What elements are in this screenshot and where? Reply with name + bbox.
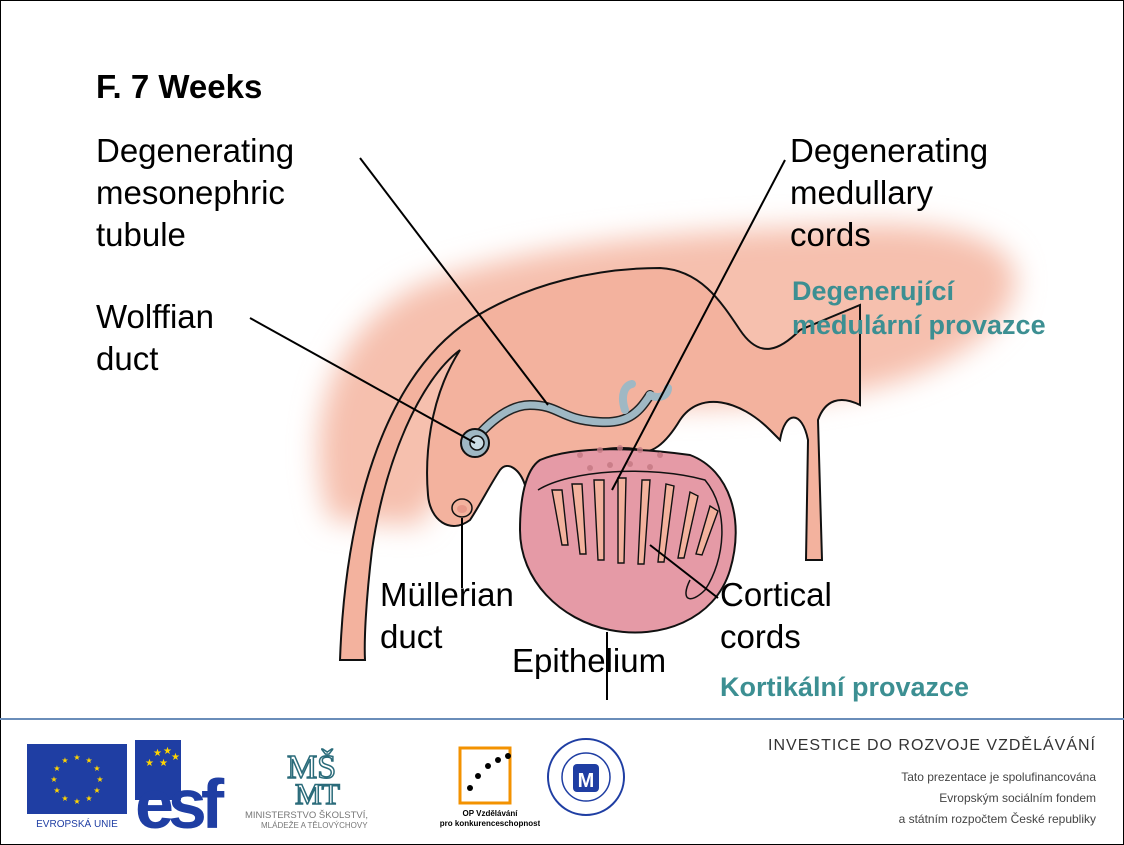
label-cortical: Cortical cords [720,574,832,658]
svg-text:★: ★ [93,764,100,773]
msmt-logo: MŠ MT MINISTERSTVO ŠKOLSTVÍ, MLÁDEŽE A T… [243,738,403,830]
esf-label: esf [135,765,225,830]
svg-text:★: ★ [85,794,92,803]
svg-text:M: M [578,770,595,792]
label-mullerian: Müllerian duct [380,574,514,658]
eu-label: EVROPSKÁ UNIE [36,817,118,829]
footer-funding-1: Tato prezentace je spolufinancována [901,770,1096,784]
gonad [520,445,736,633]
label-medullary-cz: Degenerující medulární provazce [792,274,1046,342]
svg-text:★: ★ [93,786,100,795]
op-line-1: OP Vzdělávání [463,809,519,818]
svg-text:★: ★ [50,775,57,784]
svg-text:MT: MT [295,778,340,811]
footer-funding-3: a státním rozpočtem České republiky [899,812,1096,826]
footer-divider [0,718,1124,720]
eu-logo: ★★★ ★★★ ★★★ ★★★ EVROPSKÁ UNIE [27,744,127,829]
svg-text:★: ★ [73,753,80,762]
svg-text:★: ★ [96,775,103,784]
label-degenerating-medullary: Degenerating medullary cords [790,130,988,256]
footer-invest: INVESTICE DO ROZVOJE VZDĚLÁVÁNÍ [768,737,1096,755]
svg-text:★: ★ [73,797,80,806]
mullerian-duct [452,499,472,517]
svg-text:★: ★ [61,756,68,765]
label-wolffian: Wolffian duct [96,296,214,380]
svg-text:★: ★ [53,764,60,773]
op-line-2: pro konkurenceschopnost [440,819,540,828]
label-epithelium: Epithelium [512,640,666,682]
msmt-line-2: MLÁDEŽE A TĚLOVÝCHOVY [261,821,368,830]
label-degenerating-tubule: Degenerating mesonephric tubule [96,130,294,256]
svg-text:★: ★ [171,752,180,763]
svg-text:★: ★ [85,756,92,765]
esf-logo: ★★★★★ esf [135,740,235,830]
svg-text:★: ★ [61,794,68,803]
msmt-line-1: MINISTERSTVO ŠKOLSTVÍ, [245,810,368,821]
label-cortical-cz: Kortikální provazce [720,670,969,704]
op-logo: OP Vzdělávání pro konkurenceschopnost [440,738,540,833]
svg-text:★: ★ [53,786,60,795]
muni-seal: M [545,736,627,818]
footer-funding-2: Evropským sociálním fondem [939,791,1096,805]
